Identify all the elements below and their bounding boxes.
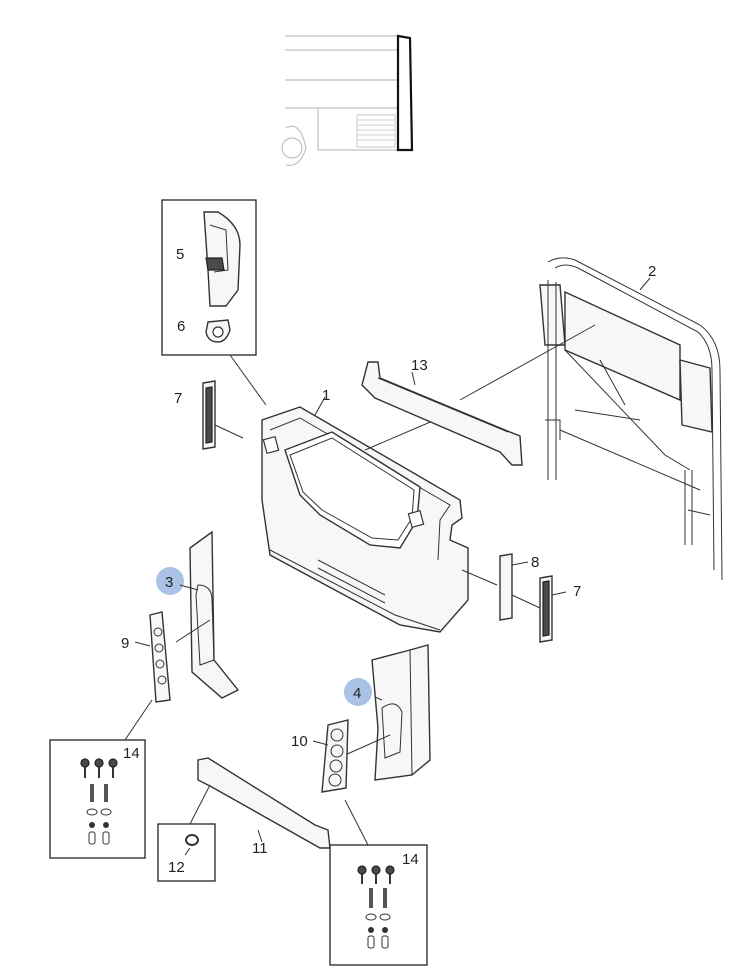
part-3-left-panel [175, 530, 240, 699]
fastener-box-left [49, 699, 153, 859]
part-4-right-panel [344, 644, 431, 781]
callout-11: 11 [252, 840, 268, 857]
bolt-set-left [80, 758, 118, 845]
callout-1: 1 [322, 387, 330, 404]
detail-box-12 [157, 784, 216, 882]
callout-4-highlight [344, 678, 372, 706]
fastener-box-right [329, 799, 428, 966]
part-7-left-strip [202, 380, 244, 450]
detail-box-5-6 [161, 199, 267, 406]
callout-10: 10 [291, 733, 308, 750]
part-8-strip [499, 553, 529, 621]
callout-4: 4 [353, 685, 361, 702]
callout-6: 6 [177, 318, 185, 335]
part-10-vent-plate [312, 719, 349, 793]
callout-3: 3 [165, 574, 173, 591]
callout-9: 9 [121, 635, 129, 652]
part-9-vent-plate [134, 611, 171, 703]
part-1-main-cover [261, 396, 498, 633]
part-7-right-strip [511, 575, 567, 643]
part-11-lower-seal [197, 757, 331, 849]
callout-12: 12 [168, 859, 185, 876]
callout-3-highlight [156, 567, 184, 595]
callout-8: 8 [531, 554, 539, 571]
callout-14-right: 14 [402, 851, 419, 868]
vehicle-location-thumbnail [281, 34, 414, 166]
bolt-set-right [357, 865, 395, 949]
callout-7-left: 7 [174, 390, 182, 407]
callout-14-left: 14 [123, 745, 140, 762]
callout-5: 5 [176, 246, 184, 263]
part-13-seal [361, 361, 523, 466]
callout-13: 13 [411, 357, 428, 374]
callout-7-right: 7 [573, 583, 581, 600]
callout-2: 2 [648, 263, 656, 280]
part-2-frame [459, 257, 723, 581]
